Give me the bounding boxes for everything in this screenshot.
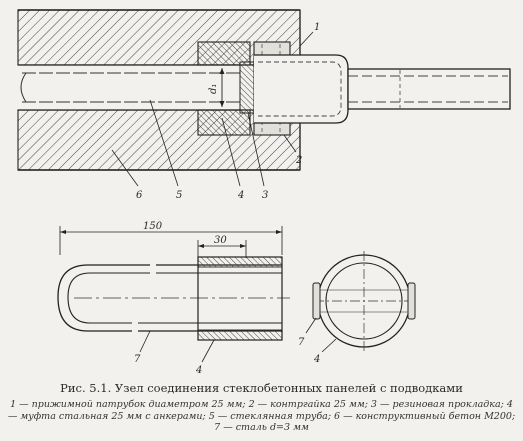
callout-6: 6 <box>136 190 143 201</box>
end-view: 7 4 <box>298 251 416 365</box>
section-view: d₁ 1 2 3 4 5 6 <box>17 9 511 201</box>
callout-4-left: 4 <box>195 365 202 376</box>
glass-pipe-channel <box>18 65 240 110</box>
callout-2: 2 <box>295 155 302 166</box>
outlet-pipe <box>347 68 511 110</box>
concrete-panel-upper <box>17 9 301 66</box>
callout-3: 3 <box>262 190 268 201</box>
steel-rod-u <box>57 264 282 332</box>
callout-7-left: 7 <box>134 354 141 365</box>
steel-sleeve-lower <box>197 109 251 136</box>
figure-legend: 1 — прижимной патрубок диаметром 25 мм; … <box>7 399 516 433</box>
concrete-panel-lower <box>17 109 301 171</box>
glass-pipe-end <box>20 72 27 103</box>
callout-1: 1 <box>314 22 320 33</box>
sleeve-side <box>197 256 283 341</box>
anchor-side-view: 150 30 7 4 <box>57 221 290 376</box>
steel-sleeve-upper <box>197 41 251 66</box>
rubber-gasket <box>239 61 255 114</box>
pressure-branch-pipe <box>254 54 349 124</box>
callout-7-right: 7 <box>298 337 305 348</box>
diameter-label: d₁ <box>208 84 219 94</box>
callout-4: 4 <box>237 190 244 201</box>
dimension-30: 30 <box>214 235 227 246</box>
technical-drawing: d₁ 1 2 3 4 5 6 150 30 <box>17 9 511 376</box>
figure-caption: Рис. 5.1. Узел соединения стеклобетонных… <box>60 381 463 395</box>
sleeve-ring-inner <box>325 262 403 340</box>
dimension-150: 150 <box>143 221 163 232</box>
callout-4-right: 4 <box>313 354 320 365</box>
rod-section-left <box>312 282 321 320</box>
callout-5: 5 <box>176 190 182 201</box>
rod-section-right <box>407 282 416 320</box>
